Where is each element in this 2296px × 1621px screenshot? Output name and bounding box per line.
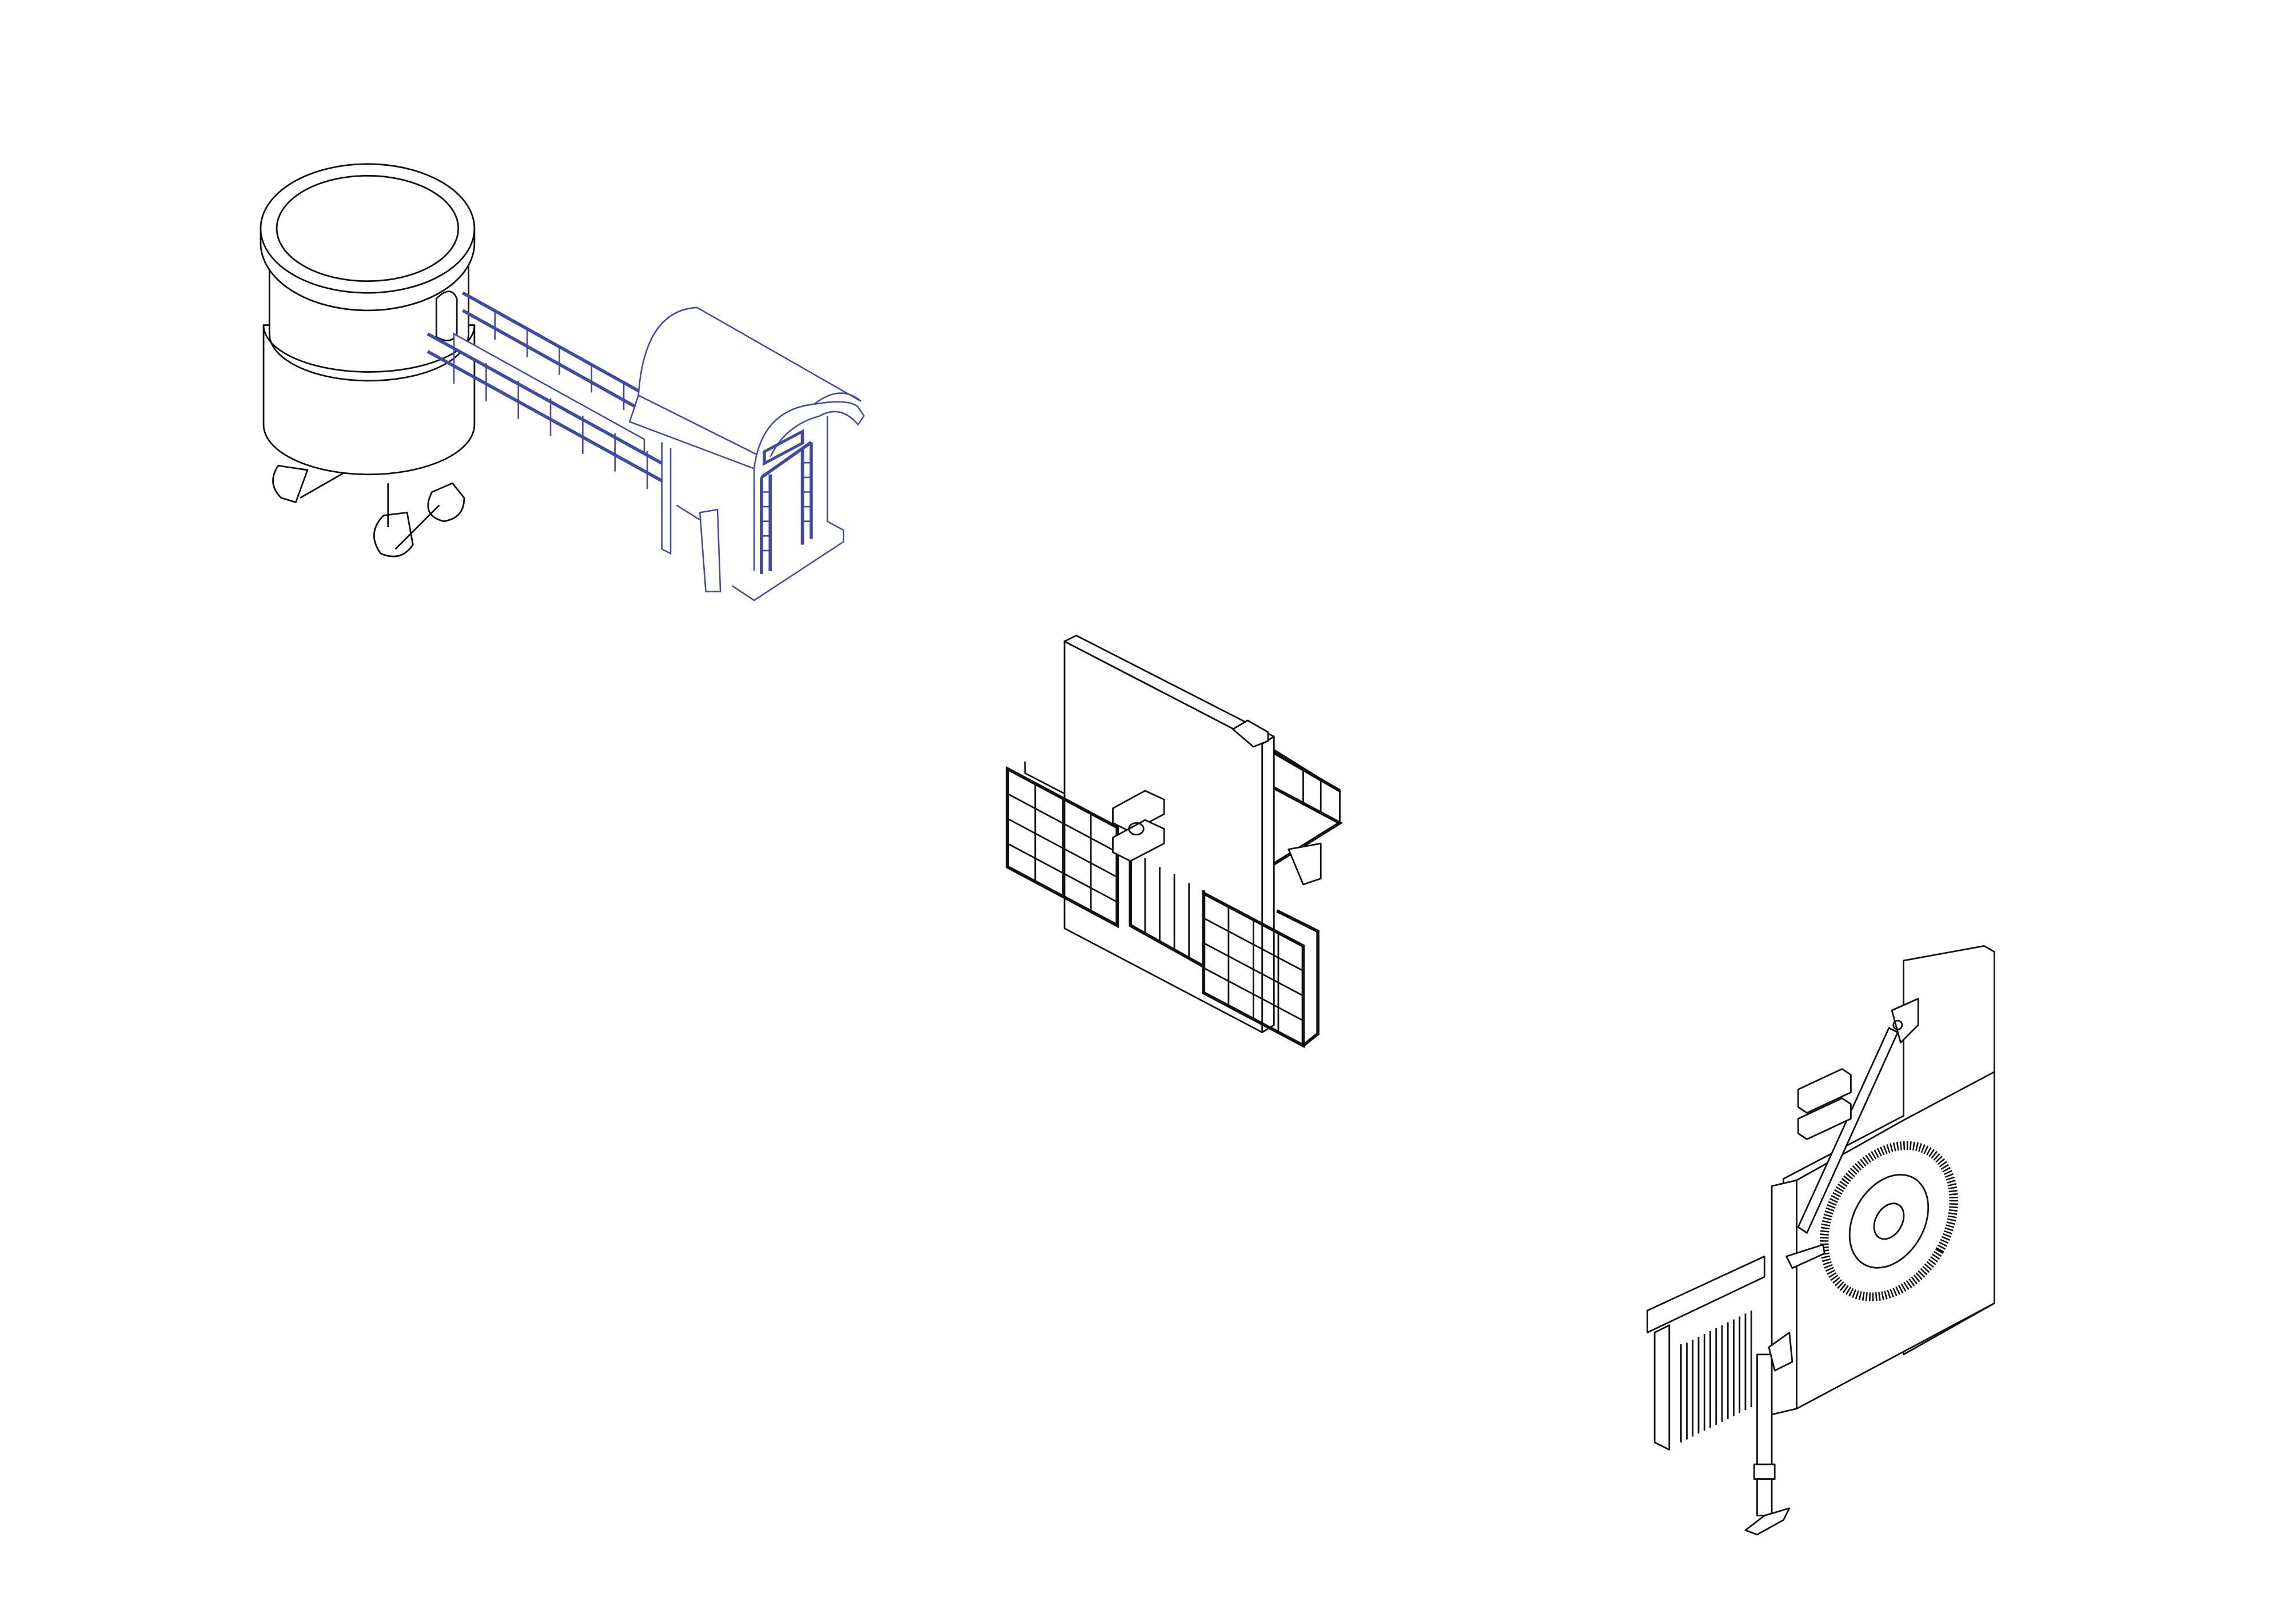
tank <box>260 163 476 557</box>
flap-disc <box>1820 1141 1958 1301</box>
shelter <box>628 306 865 602</box>
support-leg <box>1744 1332 1793 1536</box>
grid-panel-right <box>1202 890 1320 1049</box>
tank-walkway-shelter <box>260 163 865 602</box>
wall-with-disc-and-arm <box>1646 945 1995 1536</box>
bracket <box>1112 790 1165 862</box>
walkway <box>426 291 667 489</box>
bench-slats <box>1680 1311 1752 1443</box>
grid-panel-left <box>1006 761 1119 929</box>
wall-with-grid-panels <box>1006 635 1344 1049</box>
support-arm <box>1785 998 1919 1269</box>
